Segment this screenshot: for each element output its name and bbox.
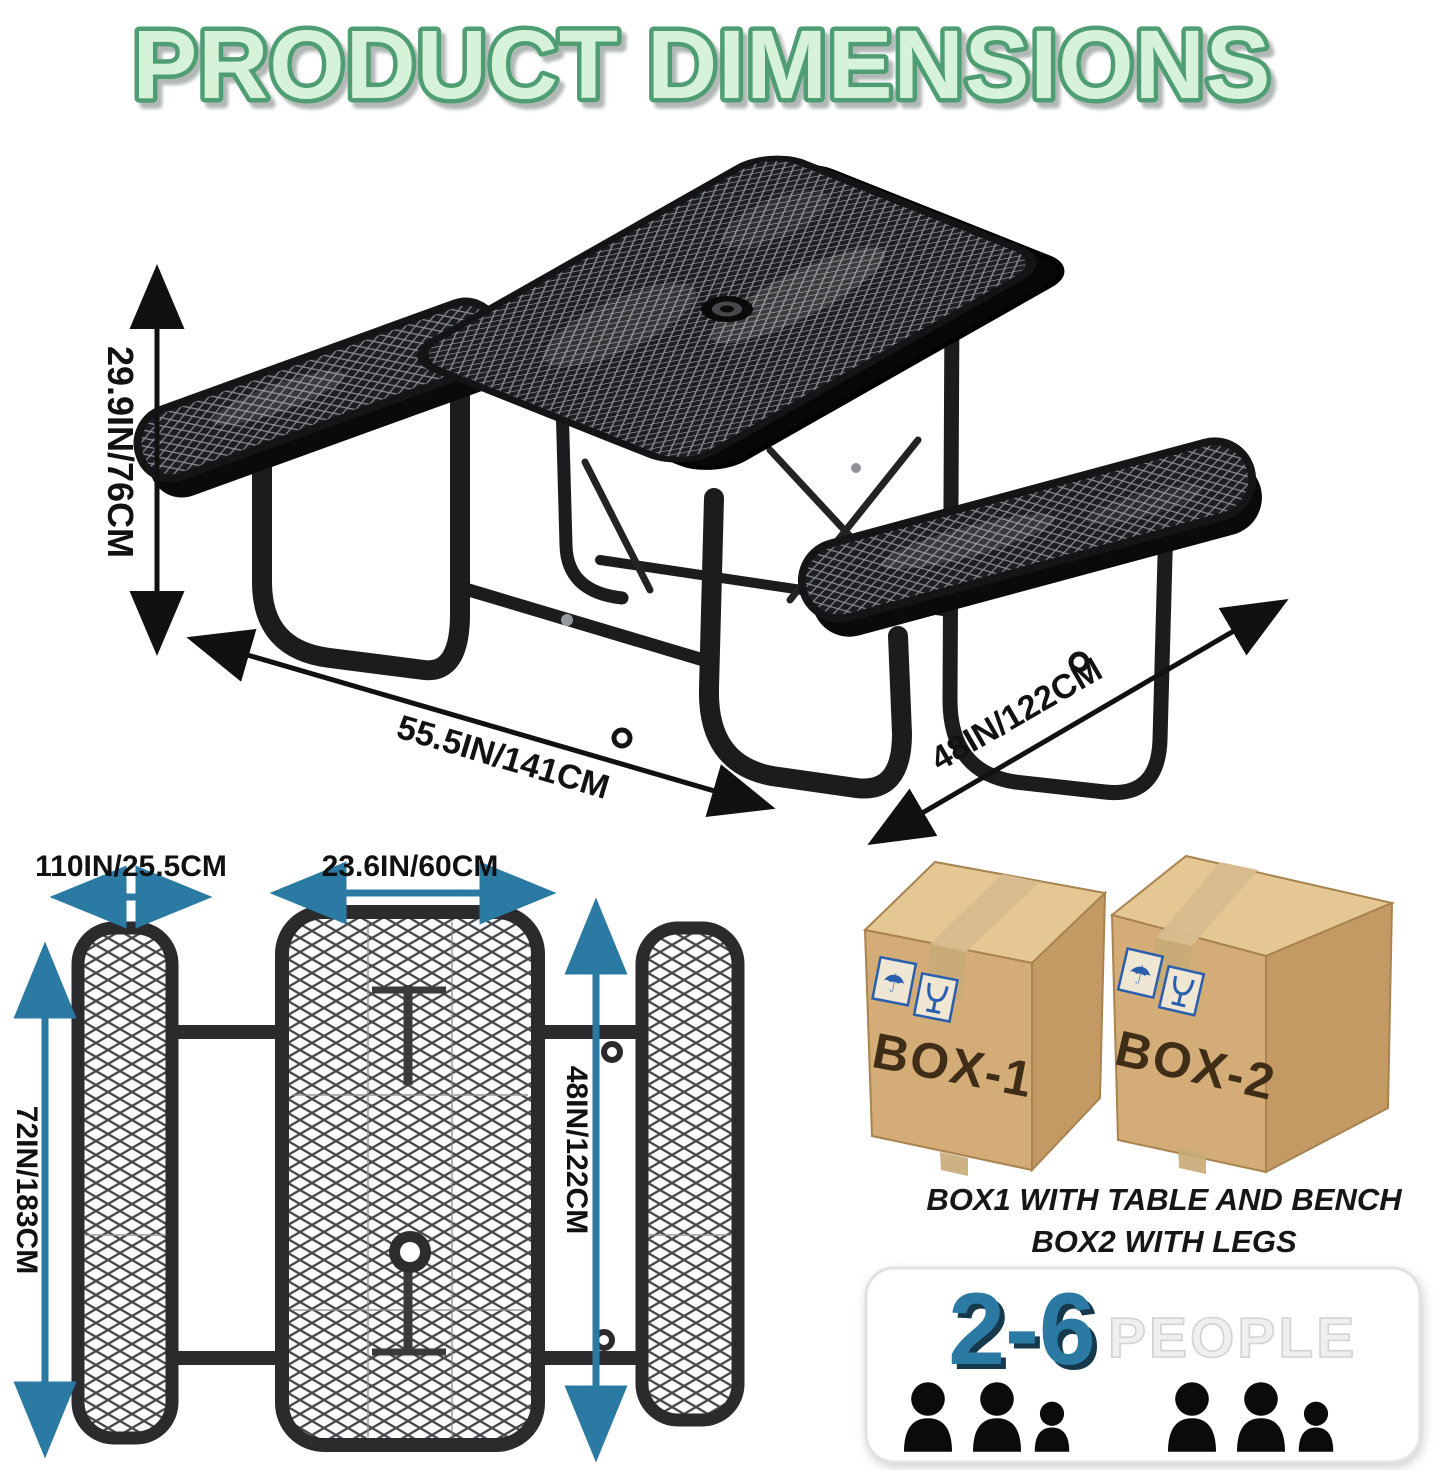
shipping-boxes: ☂ BOX-1 ☂ xyxy=(862,854,1402,1259)
tabletop-3d xyxy=(417,155,1065,470)
fragile-glass-icon xyxy=(912,971,959,1023)
picnic-table-3d-illustration: 29.9IN/76CM 55.5IN/141CM 48IN/122CM xyxy=(100,155,1289,846)
keep-dry-icon xyxy=(871,955,918,1007)
dimension-arrow-length xyxy=(186,628,776,818)
table-brace-diagonal xyxy=(581,458,654,594)
box2-tape xyxy=(1156,862,1258,946)
picnic-table-top-view: 110IN/25.5CM 23.6IN/60CM 72IN/183CM 48IN… xyxy=(10,850,745,1463)
box1-tape xyxy=(940,1152,968,1176)
table-leg-frame-back-left xyxy=(553,323,629,605)
capacity-range: 2-6 xyxy=(948,1272,1095,1386)
capacity-range-shadow: 2-6 xyxy=(953,1277,1100,1391)
page-title: PRODUCT DIMENSIONS xyxy=(133,10,1272,119)
topview-bench-left xyxy=(71,921,179,1445)
keep-dry-icon xyxy=(1116,947,1165,1000)
box1-tape xyxy=(930,874,1040,952)
eyelet-ring xyxy=(601,1041,623,1063)
table-crossbar-front xyxy=(455,581,717,669)
box-caption-line1: BOX1 WITH TABLE AND BENCH xyxy=(926,1182,1402,1217)
umbrella-hole-center xyxy=(720,305,734,313)
box-1: ☂ BOX-1 xyxy=(862,860,1108,1176)
fragile-glass-icon xyxy=(1157,964,1206,1017)
topview-bench-right xyxy=(635,921,745,1427)
dimension-arrow-depth xyxy=(867,598,1289,846)
bench-right-3d xyxy=(797,437,1262,637)
topview-label-bench-width: 110IN/25.5CM xyxy=(35,850,227,883)
box-2: ☂ BOX-2 xyxy=(1109,854,1396,1174)
svg-text:☂: ☂ xyxy=(879,966,908,1000)
capacity-unit: PEOPLE xyxy=(1108,1306,1357,1370)
capacity-panel: 2-6 2-6 PEOPLE xyxy=(864,1266,1422,1464)
topview-label-total-length: 72IN/183CM xyxy=(10,1106,43,1274)
bolt xyxy=(851,463,861,473)
bolt xyxy=(561,614,573,626)
bench-left-3d xyxy=(133,297,510,498)
topview-umbrella-hole-center xyxy=(400,1242,420,1262)
eyelet-ring xyxy=(611,727,633,749)
box-caption-line2: BOX2 WITH LEGS xyxy=(1031,1224,1297,1259)
topview-label-table-length: 48IN/122CM xyxy=(560,1066,593,1234)
dimension-label-length: 55.5IN/141CM xyxy=(393,708,614,807)
box2-tape xyxy=(1178,1148,1206,1174)
dimension-label-height: 29.9IN/76CM xyxy=(100,346,141,558)
topview-label-table-width: 23.6IN/60CM xyxy=(322,850,499,883)
